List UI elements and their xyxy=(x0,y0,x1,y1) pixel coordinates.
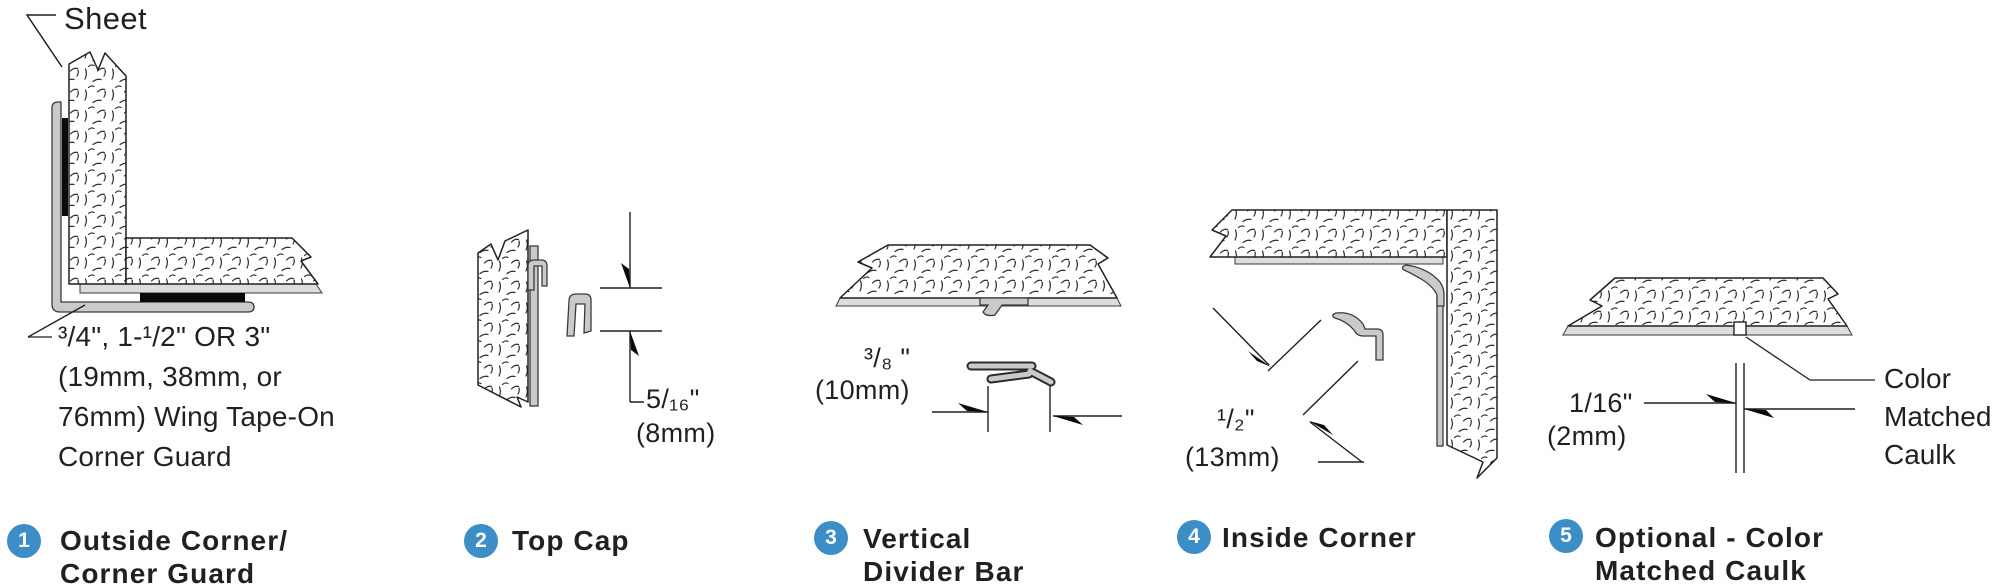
divider-bar-installed xyxy=(979,297,1029,317)
legend-title-line2: Corner Guard xyxy=(60,558,256,585)
lower-dimension-lines xyxy=(1302,360,1364,463)
upper-dimension-lines xyxy=(1212,307,1322,372)
dimension-inches: 1/16" xyxy=(1569,388,1633,418)
top-cap-loose xyxy=(566,293,592,337)
dimension-arrow-se xyxy=(1248,351,1271,367)
tape-strip-vertical xyxy=(62,118,68,216)
caulk-joint xyxy=(1733,321,1747,336)
outside-corner-drawing xyxy=(25,14,323,338)
dimension-arrow-right xyxy=(958,403,988,412)
top-cap-installed xyxy=(527,259,548,291)
legend-badge-5: 5 xyxy=(1549,519,1583,553)
dimension-arrow-nw xyxy=(1309,421,1333,435)
substrate-strip xyxy=(835,297,1122,307)
note-line: (19mm, 38mm, or xyxy=(58,361,282,392)
tape-strip-horizontal xyxy=(140,293,245,302)
dimension-arrow-down xyxy=(621,263,630,288)
sheet-panel xyxy=(477,229,529,408)
divider-bar-drawing xyxy=(835,244,1122,432)
sheet-panel xyxy=(839,244,1118,299)
sheet-panel-vertical xyxy=(68,51,127,285)
callout-line: Matched xyxy=(1884,401,1992,432)
dimension-lines xyxy=(1644,363,1855,473)
inside-corner-drawing xyxy=(1209,209,1498,479)
legend-title-line2: Matched Caulk xyxy=(1595,555,1807,585)
legend-title-line1: Vertical xyxy=(863,523,972,554)
dimension-lines xyxy=(932,386,1122,432)
dimension-mm: (8mm) xyxy=(636,418,716,448)
caulk-leader-line xyxy=(1745,336,1875,381)
dimension-arrow-up xyxy=(630,331,639,356)
legend-title-line1: Inside Corner xyxy=(1222,522,1417,553)
legend-badge-4: 4 xyxy=(1177,520,1211,554)
legend-badge-3: 3 xyxy=(814,521,848,555)
corner-guard-profile xyxy=(51,101,255,313)
callout-line: Color xyxy=(1884,363,1951,394)
inside-corner-loose xyxy=(1332,312,1384,361)
note-line: Corner Guard xyxy=(58,441,232,472)
dimension-lines xyxy=(600,212,662,403)
note-line: 76mm) Wing Tape-On xyxy=(58,401,335,432)
sheet-panel-top xyxy=(1209,209,1448,258)
substrate-strip xyxy=(1562,325,1853,336)
sheet-label: Sheet xyxy=(64,1,148,36)
legend-badge-1: 1 xyxy=(7,524,41,558)
substrate-strip xyxy=(1234,256,1444,265)
legend-title-line1: Optional - Color xyxy=(1595,522,1825,553)
sheet-leader-line xyxy=(25,14,63,68)
dimension-arrow-right xyxy=(1706,394,1736,403)
substrate-strip xyxy=(79,283,323,294)
dimension-mm: (2mm) xyxy=(1547,421,1627,451)
callout-line: Caulk xyxy=(1884,439,1956,470)
sheet-panel-horizontal xyxy=(125,237,319,285)
dimension-arrow-left xyxy=(1053,416,1083,425)
sheet-panel xyxy=(1567,277,1848,327)
legend-title-line1: Outside Corner/ xyxy=(60,525,289,556)
sheet-panel-right xyxy=(1446,209,1498,479)
legend-badge-2: 2 xyxy=(464,524,498,558)
note-line: ³/4", 1-¹/2" OR 3" xyxy=(58,321,271,352)
legend-title-line1: Top Cap xyxy=(512,525,630,556)
edge-trim-strip xyxy=(529,245,539,407)
dimension-inches: 5/₁₆" xyxy=(646,384,700,414)
dimension-inches: ¹/₂" xyxy=(1217,404,1255,434)
dimension-mm: (13mm) xyxy=(1185,442,1280,472)
caulk-callout: Color Matched Caulk xyxy=(1884,360,1991,474)
dimension-inches: ³/₈ " xyxy=(864,343,911,373)
corner-trim-strip xyxy=(1436,297,1444,447)
top-cap-drawing xyxy=(477,212,662,408)
dimension-arrow-left xyxy=(1744,409,1774,418)
legend-title-line2: Divider Bar xyxy=(863,556,1025,585)
corner-guard-note: ³/4", 1-¹/2" OR 3" (19mm, 38mm, or 76mm)… xyxy=(58,317,335,477)
divider-bar-profile xyxy=(966,361,1056,387)
guard-leader-line xyxy=(27,304,86,338)
dimension-mm: (10mm) xyxy=(815,375,910,405)
inside-corner-installed xyxy=(1401,264,1445,307)
caulk-drawing xyxy=(1562,277,1875,473)
